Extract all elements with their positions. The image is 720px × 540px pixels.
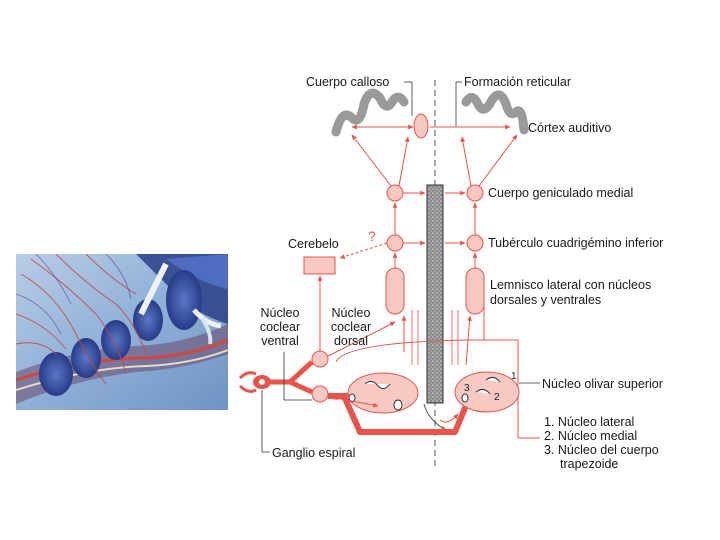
label-cerebellum: Cerebelo [288, 237, 339, 251]
reticular-column [426, 184, 444, 404]
label-reticular-formation: Formación reticular [464, 75, 571, 89]
label-inferior-colliculus: Tubérculo cuadrigémino inferior [488, 236, 664, 250]
label-lateral-lemniscus-1: Lemnisco lateral con núcleos [490, 278, 652, 292]
olive-number-3: 3 [464, 383, 470, 394]
right-cortex-gyrus [461, 90, 529, 135]
question-mark: ? [368, 228, 376, 244]
label-spiral-ganglion: Ganglio espiral [272, 446, 356, 460]
label-superior-olive: Núcleo olivar superior [542, 377, 663, 391]
label-medial-geniculate: Cuerpo geniculado medial [488, 186, 634, 200]
left-superior-olive [347, 372, 419, 414]
corpus-callosum-node [413, 113, 429, 139]
cochlea-illustration [16, 254, 228, 410]
label-auditory-cortex: Córtex auditivo [528, 121, 612, 135]
label-lateral-lemniscus-2: dorsales y ventrales [490, 293, 602, 307]
left-cortex-gyrus [331, 88, 409, 137]
legend-item-3: 3. Núcleo del cuerpo [544, 443, 659, 457]
left-lemniscus-node [385, 267, 405, 315]
right-colliculus-node [466, 234, 484, 252]
legend-item-3-cont: trapezoide [560, 457, 619, 471]
left-geniculate-node [386, 184, 404, 202]
cerebellum-box [303, 256, 336, 275]
label-corpus-callosum: Cuerpo calloso [306, 75, 390, 89]
legend-item-1: 1. Núcleo lateral [544, 415, 635, 429]
olive-number-1: 1 [511, 371, 517, 382]
olive-number-2: 2 [494, 392, 500, 403]
left-colliculus-node [386, 234, 404, 252]
right-geniculate-node [466, 184, 484, 202]
label-dorsal-cochlear: Núcleo coclear dorsal [330, 306, 372, 348]
dorsal-cochlear-node [311, 350, 329, 368]
label-ventral-cochlear: Núcleo coclear ventral [259, 306, 301, 348]
right-lemniscus-node [465, 267, 485, 315]
ventral-cochlear-node [311, 385, 329, 403]
legend-item-2: 2. Núcleo medial [544, 429, 638, 443]
